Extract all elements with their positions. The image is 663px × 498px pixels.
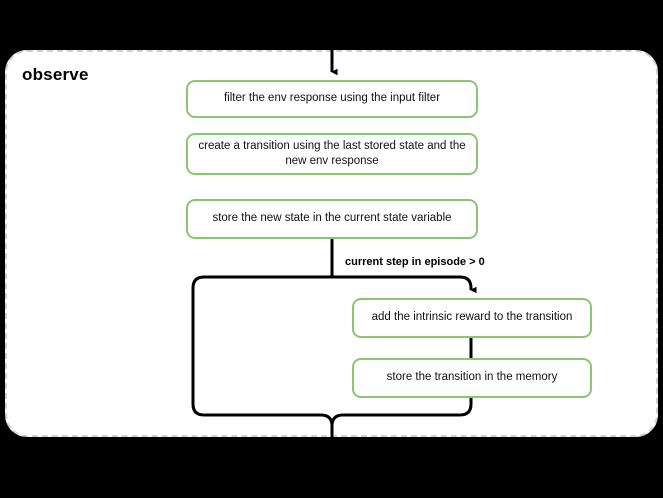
- scope-title: observe: [22, 65, 89, 84]
- node-filter-env-response[interactable]: filter the env response using the input …: [186, 80, 478, 118]
- node-store-new-state[interactable]: store the new state in the current state…: [186, 199, 478, 239]
- branch-condition-label: current step in episode > 0: [345, 256, 485, 268]
- node-store-transition-memory[interactable]: store the transition in the memory: [352, 358, 592, 398]
- node-create-transition[interactable]: create a transition using the last store…: [186, 133, 478, 175]
- node-add-intrinsic-reward[interactable]: add the intrinsic reward to the transiti…: [352, 298, 592, 338]
